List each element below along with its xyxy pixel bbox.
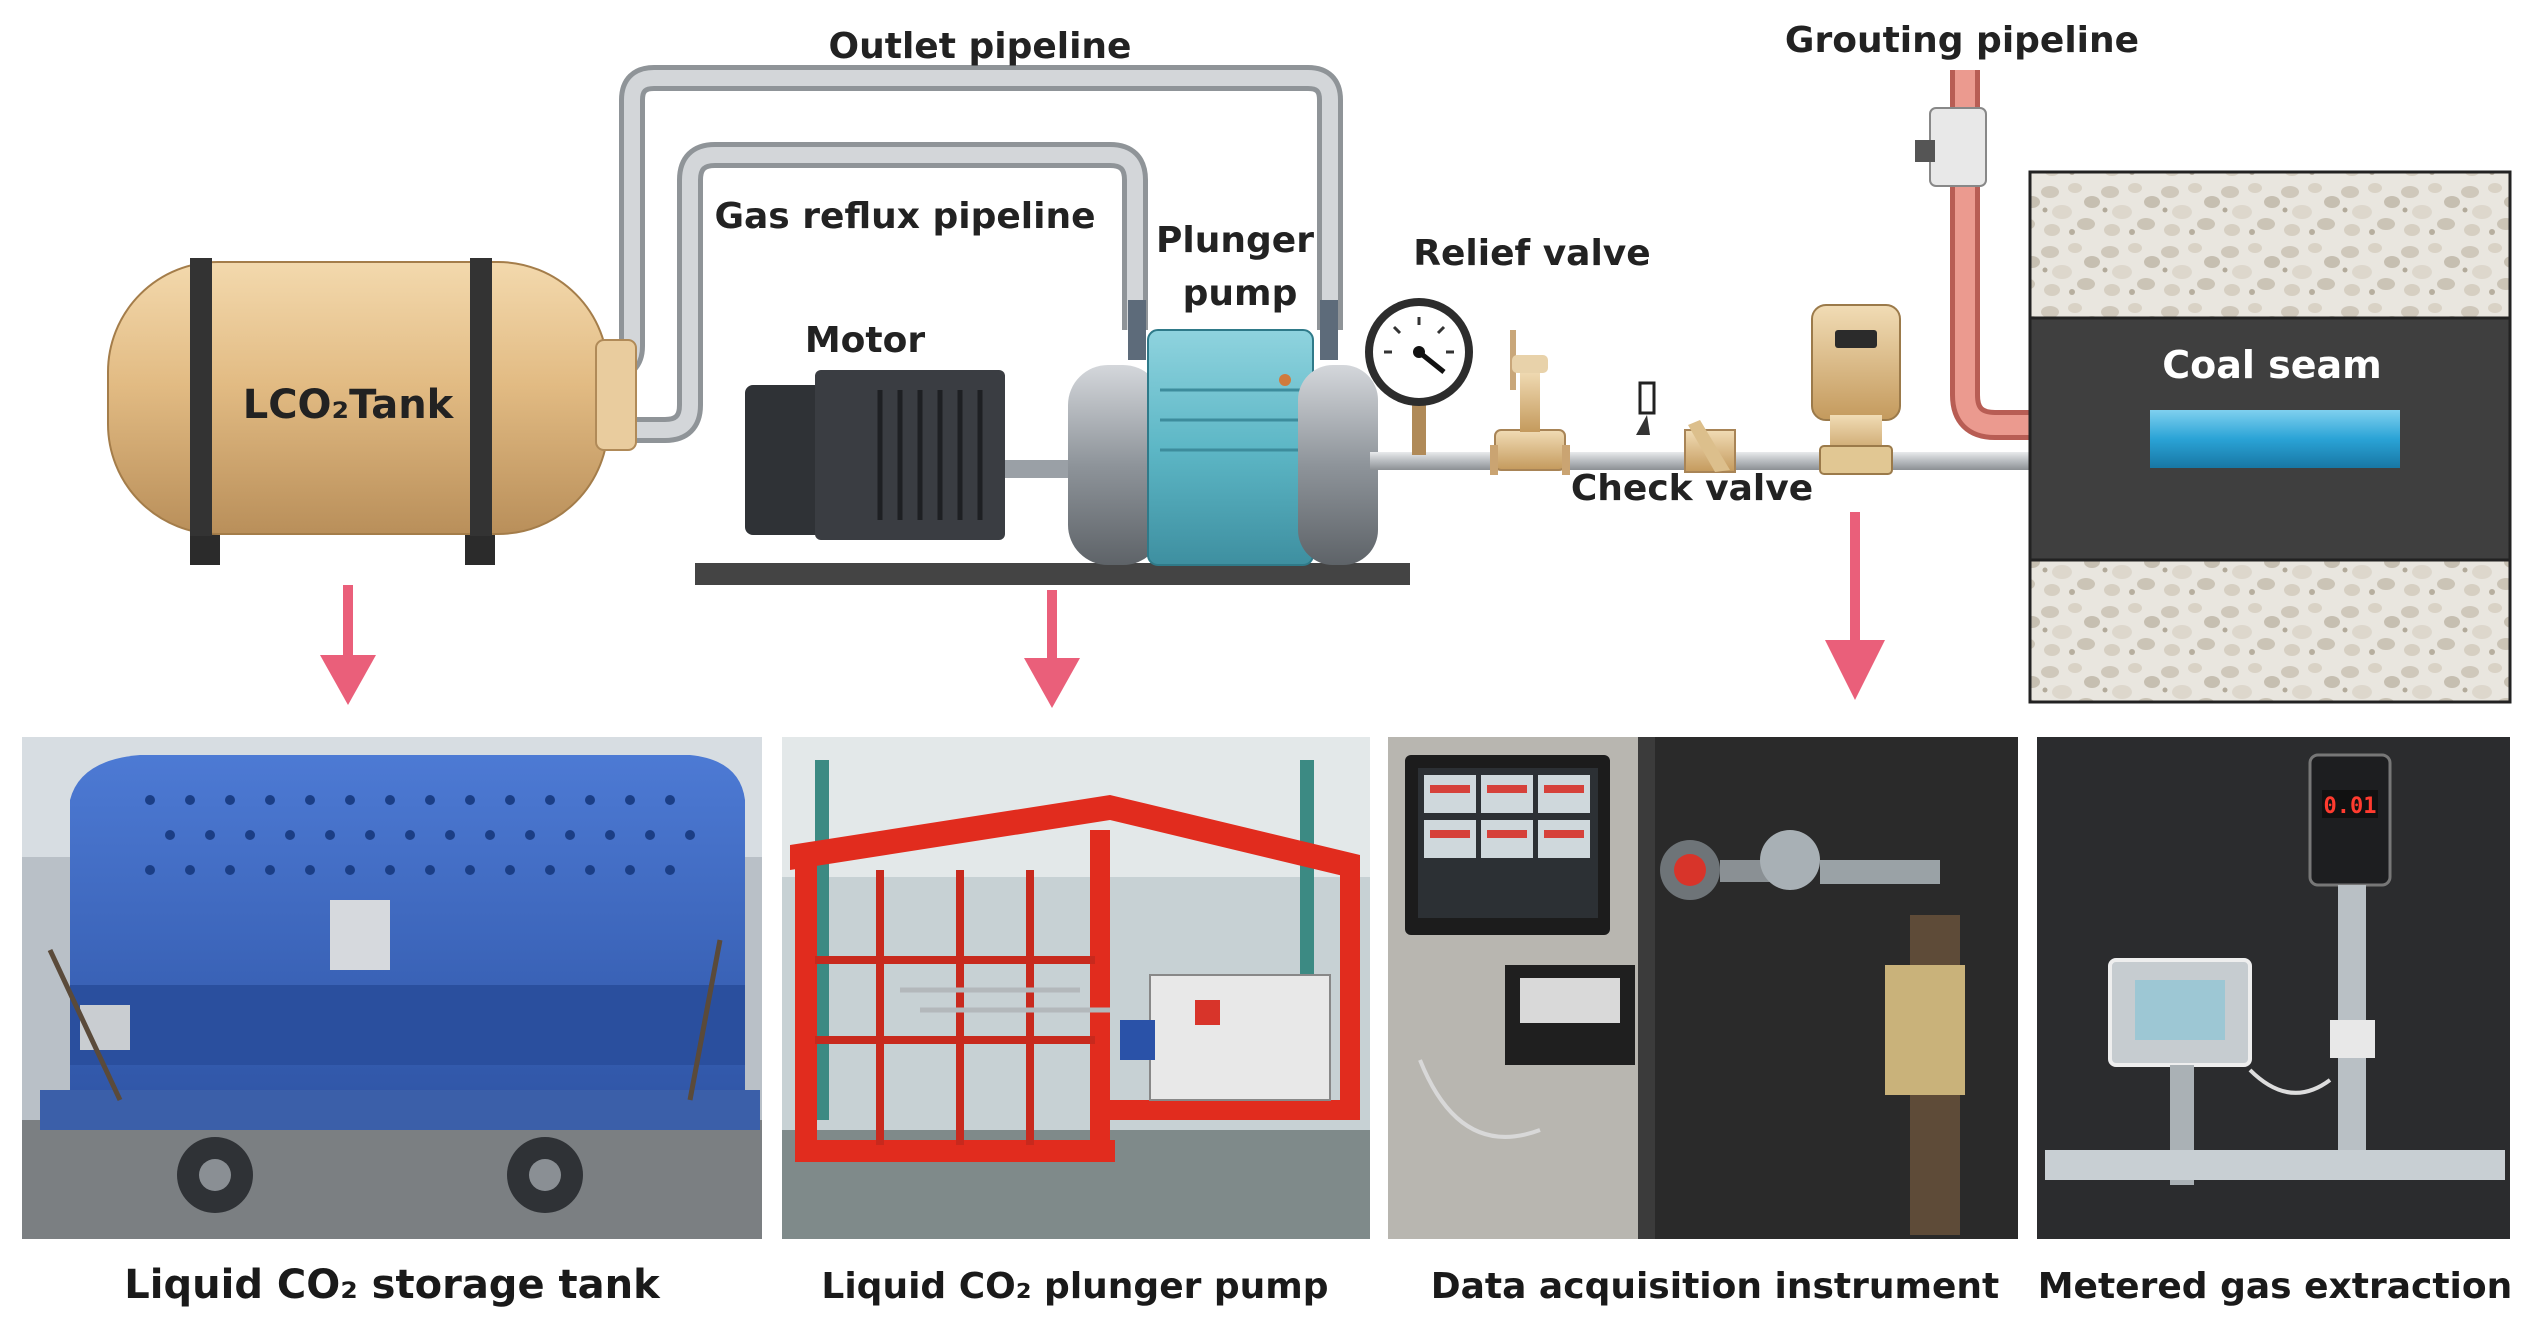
flow-meter (1811, 304, 1901, 475)
check-valve-label: Check valve (1571, 468, 1813, 509)
pump-base-plate (695, 563, 1410, 585)
coal-seam-label: Coal seam (2162, 343, 2382, 387)
borehole (2150, 410, 2400, 468)
motor-label: Motor (805, 320, 925, 361)
gas-reflux-pipeline-label: Gas reflux pipeline (714, 196, 1095, 237)
gas-reflux-pipeline (580, 142, 1148, 443)
grouting-pipeline-label: Grouting pipeline (1785, 20, 2139, 61)
tank-label: LCO₂Tank (243, 382, 455, 428)
pressure-gauge-icon (1365, 298, 1473, 455)
lco2-tank (107, 258, 637, 565)
arrow-down-icon (1825, 512, 1885, 700)
photo-metered-gas-extraction: 0.01 (2037, 737, 2510, 1239)
plunger-label: Plunger (1156, 220, 1314, 261)
arrow-down-icon (1024, 590, 1080, 708)
photo-data-acquisition (1388, 737, 2018, 1239)
outlet-pipeline-label: Outlet pipeline (829, 26, 1132, 67)
coal-seam-block (2028, 170, 2512, 704)
photo-storage-tank (22, 737, 762, 1239)
caption-plunger-pump: Liquid CO₂ plunger pump (821, 1266, 1328, 1307)
caption-storage-tank: Liquid CO₂ storage tank (124, 1262, 661, 1308)
motor (745, 370, 1070, 540)
caption-metered-gas-extraction: Metered gas extraction (2038, 1266, 2513, 1307)
check-valve (1636, 381, 1736, 473)
plunger-pump (1068, 300, 1378, 566)
arrow-down-icon (320, 585, 376, 705)
relief-valve-label: Relief valve (1413, 233, 1650, 274)
photo-plunger-pump (782, 737, 1370, 1239)
relief-valve (1490, 330, 1570, 475)
grouting-pipeline (1915, 70, 2180, 440)
caption-data-acquisition: Data acquisition instrument (1431, 1266, 2000, 1307)
pump-label: pump (1183, 273, 1298, 314)
meter-display: 0.01 (2324, 794, 2377, 819)
